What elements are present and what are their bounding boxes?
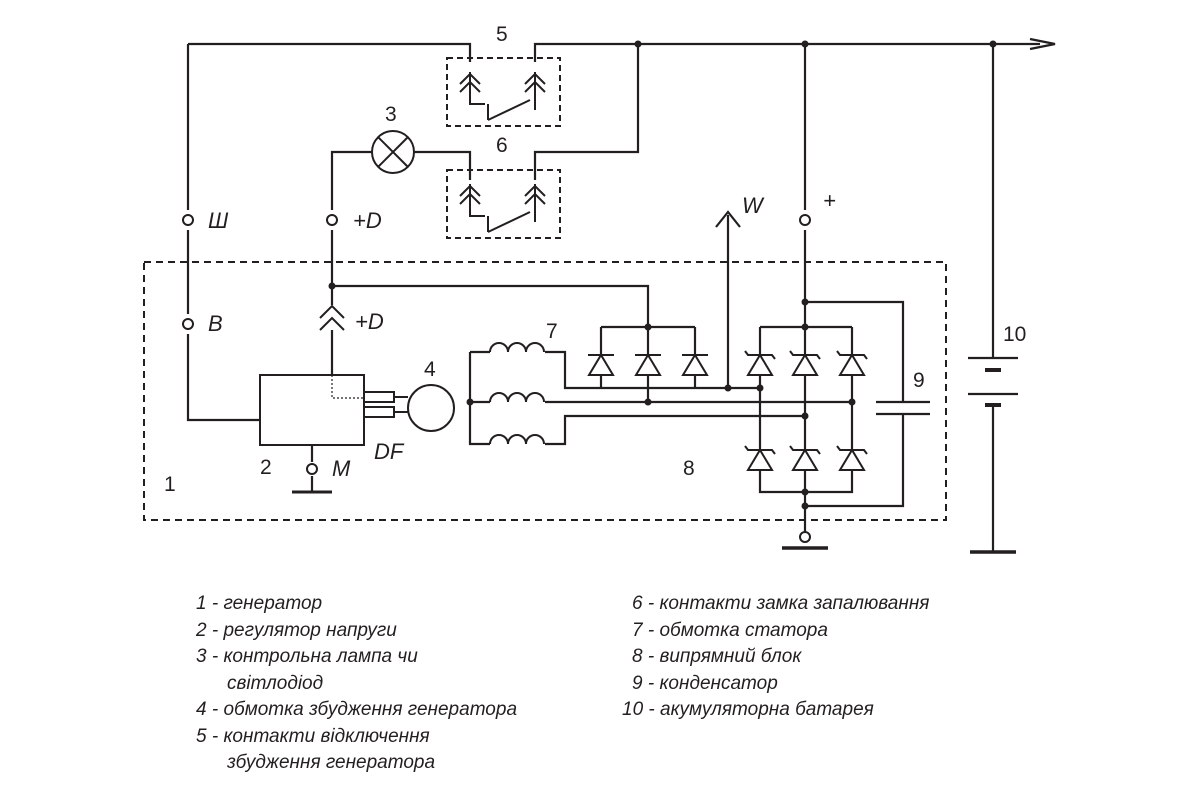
wire-contact6-right [533,44,640,180]
battery-icon [968,356,1018,407]
contacts-6 [446,169,561,239]
diode-n1 [744,445,776,471]
d-plug-connector [319,304,345,331]
terminal-label-d-top: +D [353,208,382,233]
phase-c [545,414,805,446]
diode-p2 [789,350,821,376]
terminal-plus [799,214,811,226]
contacts-5 [446,57,561,127]
legend-item-7: 7 - обмотка статора [632,619,828,641]
label-3: 3 [385,103,397,126]
wire-b-regulator [186,334,260,422]
terminals [182,214,811,543]
label-4: 4 [424,358,436,381]
stator-winding-icon [489,342,545,445]
w-arrow [715,210,741,228]
terminal-label-sh: Ш [208,208,229,233]
terminal-label-b: B [208,311,223,336]
junction-dots [328,40,997,510]
stator-star [468,352,490,446]
terminal-ground [799,531,811,543]
control-lamp-icon [371,130,415,174]
diode-p3 [836,350,868,376]
legend-item-8: 8 - випрямний блок [632,646,802,667]
wire-top-left [188,42,472,62]
legend-item-5: 5 - контакти відключення [196,725,430,747]
diode-d3 [681,354,709,376]
label-8: 8 [683,457,695,480]
terminal-label-m: M [332,456,351,481]
phase-a [545,350,760,390]
terminal-label-d-mid: +D [355,309,384,334]
wiring [186,42,1040,552]
legend-item-1: 1 - генератор [196,593,323,614]
legend-item-9: 9 - конденсатор [632,672,778,694]
terminal-label-df: DF [374,439,405,464]
wire-cap-bottom [805,414,905,508]
excitation-winding-icon [407,384,455,432]
legend-item-3-cont: світлодіод [227,672,324,694]
diode-d1 [587,354,615,376]
legend-item-6: 6 - контакти замка запалювання [632,593,930,614]
legend-item-4: 4 - обмотка збудження генератора [196,699,518,720]
wire-d-node-to-diodes [332,284,650,327]
wire-lamp-right [414,150,472,180]
generator-boundary [143,261,947,521]
terminal-m [306,463,318,475]
legend-item-5-cont: збудження генератора [227,752,436,773]
legend-right: 6 - контакти замка запалювання 7 - обмот… [622,591,929,724]
legend-item-3: 3 - контрольна лампа чи [196,646,418,667]
label-2: 2 [260,456,272,479]
label-1: 1 [164,473,176,496]
wire-cap-top [805,300,905,402]
label-6: 6 [496,134,508,157]
diode-d2 [634,354,662,376]
diode-n3 [836,445,868,471]
terminal-sh [182,214,194,226]
terminal-label-w: W [742,193,765,218]
label-10: 10 [1003,323,1026,346]
diode-n2 [789,445,821,471]
voltage-regulator [259,374,408,446]
label-5: 5 [496,23,508,46]
capacitor-icon [876,400,930,416]
legend-item-10: 10 - акумуляторна батарея [622,699,874,720]
wire-top-right [533,42,1040,62]
wire-lamp-left [330,150,372,210]
diode-p1 [744,350,776,376]
label-9: 9 [913,369,925,392]
terminal-label-plus: + [823,188,836,213]
legend-left: 1 - генератор 2 - регулятор напруги 3 - … [196,591,517,777]
legend-item-2: 2 - регулятор напруги [196,619,397,641]
label-7: 7 [546,320,558,343]
terminal-b [182,318,194,330]
terminal-d-top [326,214,338,226]
output-arrow-icon [1029,37,1056,51]
